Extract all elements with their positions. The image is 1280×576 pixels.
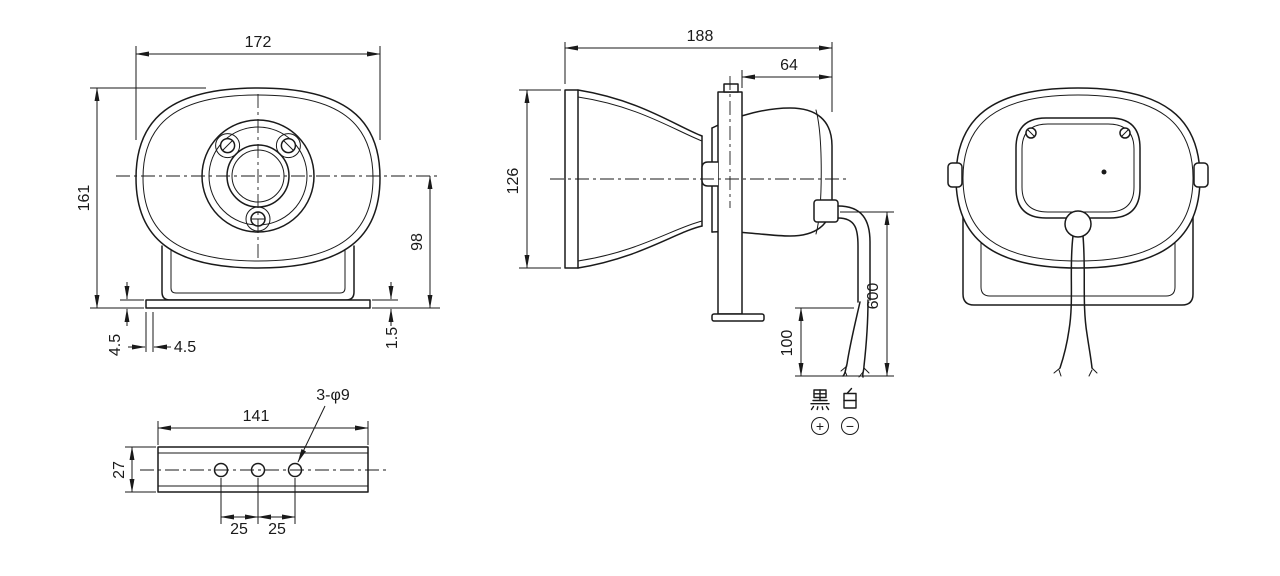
dim-front-foot-height: 4.5 (107, 334, 124, 356)
dim-front-center-to-base: 98 (409, 233, 426, 251)
side-dimensions: 188 64 126 600 100 (505, 28, 894, 377)
dim-front-foot-thickness: 1.5 (384, 327, 401, 349)
dim-side-overall-depth: 188 (687, 28, 714, 45)
front-view: 172 161 98 4.5 4.5 (76, 34, 440, 356)
rear-body-outline (955, 87, 1201, 269)
rear-panel (1015, 117, 1141, 238)
dim-bracket-width: 27 (111, 461, 128, 479)
bracket-foot (711, 313, 765, 322)
rear-right-pivot-knob (1193, 162, 1209, 188)
rear-screw-top-right (1119, 127, 1131, 139)
rear-pin-hole (1101, 169, 1107, 175)
dim-hole-pitch-right: 25 (268, 521, 286, 538)
rear-screw-top-left (1025, 127, 1037, 139)
front-body-inner-outline (142, 94, 374, 262)
dim-front-foot-inset: 4.5 (174, 339, 196, 356)
dim-side-mouth-height: 126 (505, 168, 522, 195)
dim-front-overall-width: 172 (245, 34, 272, 51)
rear-body-inner-outline (962, 94, 1194, 262)
front-mounting-bracket (145, 245, 371, 309)
white-lead-kanji-glyph (843, 387, 857, 409)
driver-housing (711, 107, 833, 237)
dim-front-overall-height: 161 (76, 185, 93, 212)
rear-lead-wires (1053, 235, 1098, 377)
dim-side-rear-body-depth: 64 (780, 57, 798, 74)
black-lead-kanji-glyph (810, 389, 830, 411)
dim-hole-pitch-left: 25 (230, 521, 248, 538)
bracket-top-bolt (723, 83, 739, 93)
dim-bracket-hole-span: 141 (243, 408, 270, 425)
lead-wire-labels: 黒 白 + − (810, 387, 859, 435)
bracket-pivot-knob (701, 161, 719, 187)
minus-sign: − (846, 418, 854, 434)
bracket-bottom-view: 141 3-φ9 27 25 25 (111, 387, 386, 538)
polarity-plus-symbol: + (811, 417, 829, 435)
dim-lead-wire-length: 600 (865, 283, 882, 310)
rear-view (947, 87, 1209, 377)
hole-callout: 3-φ9 (316, 387, 350, 404)
side-lead-wire (837, 205, 871, 378)
driver-screw-top-right (280, 137, 297, 154)
rear-left-pivot-knob (947, 162, 963, 188)
driver-screw-top-left (219, 137, 236, 154)
front-dimensions: 172 161 98 4.5 4.5 (76, 34, 440, 356)
bracket-dimensions: 141 3-φ9 27 25 25 (111, 387, 369, 538)
side-horn (564, 89, 839, 269)
polarity-minus-symbol: − (841, 417, 859, 435)
plus-sign: + (816, 418, 824, 434)
wire-terminal (813, 199, 839, 223)
hole-callout-leader (297, 405, 326, 463)
front-bracket-base (145, 299, 371, 309)
side-view: 188 64 126 600 100 (505, 28, 894, 435)
dim-lead-split-length: 100 (779, 330, 796, 357)
rear-wire-boss (1064, 210, 1092, 238)
bracket-plate (157, 446, 369, 493)
